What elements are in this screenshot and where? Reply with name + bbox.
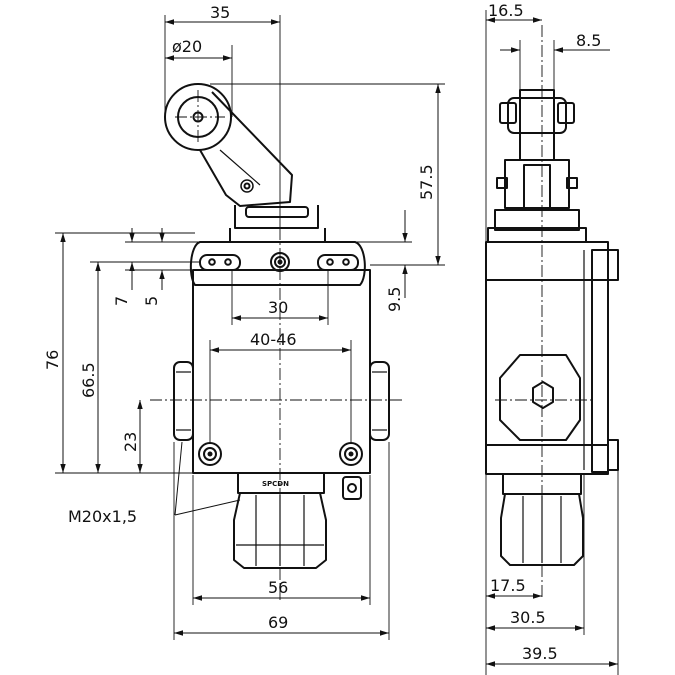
dim-35: 35 — [210, 3, 230, 22]
dim-30-5: 30.5 — [510, 608, 546, 627]
dim-57-5: 57.5 — [417, 164, 436, 200]
dim-23: 23 — [121, 432, 140, 452]
dim-30: 30 — [268, 298, 288, 317]
side-housing — [485, 241, 619, 475]
brand-mark: SPCDN — [262, 480, 289, 488]
mounting-flange — [189, 241, 366, 286]
side-view — [485, 25, 619, 600]
dim-76: 76 — [43, 350, 62, 370]
dim-66-5: 66.5 — [79, 362, 98, 398]
dim-16-5: 16.5 — [488, 1, 524, 20]
dim-39-5: 39.5 — [522, 644, 558, 663]
roller-lever — [164, 83, 293, 207]
dim-69: 69 — [268, 613, 288, 632]
dim-7: 7 — [112, 296, 131, 306]
front-view: SPCDN — [150, 83, 405, 600]
dim-56: 56 — [268, 578, 288, 597]
thread-label: M20x1,5 — [68, 507, 137, 526]
dim-40-46: 40-46 — [250, 330, 297, 349]
front-dimensions: 35 ø20 57.5 9.5 76 66.5 7 5 — [43, 3, 445, 640]
actuator-head — [229, 205, 326, 243]
side-dimensions: 16.5 8.5 17.5 30.5 39.5 — [485, 1, 619, 675]
side-lever — [487, 89, 587, 243]
dim-roller-diameter: ø20 — [172, 37, 202, 56]
dim-8-5: 8.5 — [576, 31, 601, 50]
cable-gland: SPCDN — [233, 472, 362, 569]
dim-9-5: 9.5 — [385, 287, 404, 312]
dim-5: 5 — [142, 296, 161, 306]
dim-17-5: 17.5 — [490, 576, 526, 595]
